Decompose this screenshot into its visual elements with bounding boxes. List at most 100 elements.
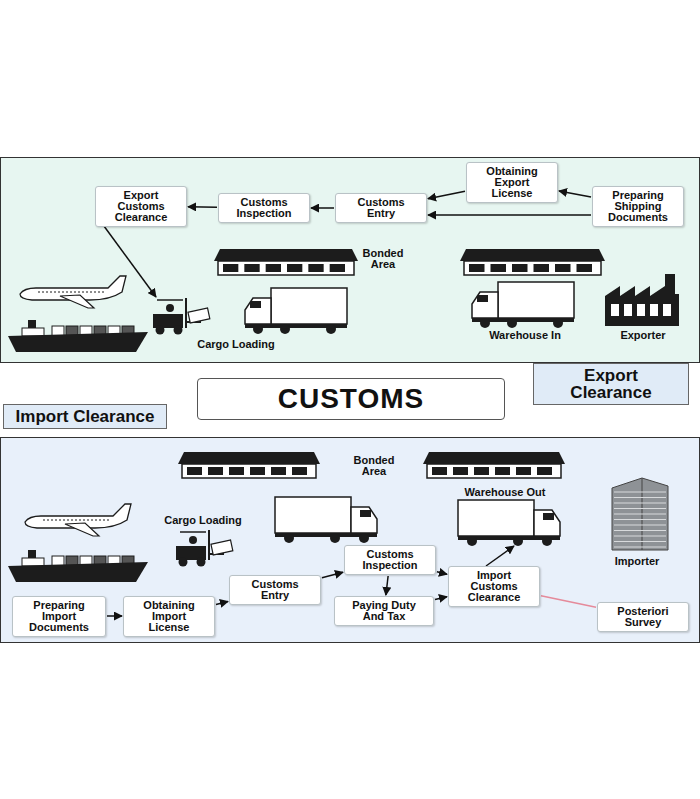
process-box: Posteriori Survey [597,602,689,632]
flow-connector [311,207,334,209]
factory-chimney [665,274,675,294]
scene-label: Cargo Loading [197,339,275,350]
box-text: Obtaining Import License [133,600,205,633]
forklift-wheel [197,558,206,567]
flow-connector [107,615,122,617]
factory-window [650,304,658,316]
truck-wheel [480,318,490,328]
warehouse-door [271,467,286,475]
warehouse-icon [460,249,605,275]
warehouse-door [516,467,531,475]
truck-container [271,288,347,324]
box-text: Preparing Import Documents [22,600,96,633]
box-text: Export Clearance [542,367,680,401]
warehouse-door [512,264,528,272]
flow-arrow [486,546,514,566]
truck-wheel [507,318,517,328]
warehouse-icon [178,452,320,478]
truck-icon [472,282,574,328]
truck-wheel [284,533,294,543]
scene-label: Warehouse Out [465,487,546,498]
forklift-wheel [174,326,183,335]
building-floor-line [614,530,666,531]
ship-icon [8,550,148,582]
warehouse-door [287,264,302,272]
flow-connector [428,214,591,216]
truck-wheel [542,536,552,546]
process-box: Preparing Import Documents [12,596,106,637]
building-floor-line [614,536,666,537]
forklift-mast [185,298,187,328]
forklift-wheel [156,326,165,335]
box-text: Posteriori Survey [607,606,679,628]
ship-cabin [22,558,44,566]
warehouse-door [577,264,593,272]
building-floor-line [614,497,666,498]
building-floor-line [614,514,666,515]
airplane-wing [60,295,94,308]
truck-icon [275,497,377,543]
warehouse-wall [218,261,354,275]
process-box: Customs Inspection [344,545,436,575]
truck-window [250,301,261,308]
scene-label: Importer [615,556,660,567]
warehouse-door [308,264,323,272]
warehouse-door [534,264,550,272]
cargo-box [188,308,210,323]
truck-cab [351,507,377,533]
warehouse-door [474,467,489,475]
truck-container [498,282,574,318]
airplane-windows [38,292,106,293]
warehouse-door [537,467,552,475]
building-floor-line [614,547,666,548]
warehouse-door [244,264,259,272]
forklift-driver [189,536,197,544]
forklift-driver [166,304,174,312]
warehouse-door [223,264,238,272]
ship-hull [8,562,148,582]
warehouse-icon [214,249,358,275]
warehouse-wall [182,464,316,478]
forklift-icon [176,530,233,567]
ship-hull [8,332,148,352]
warehouse-door [208,467,223,475]
scene-label: Bonded Area [353,248,413,270]
title-box: CUSTOMS [197,378,505,420]
ship-icon [8,320,148,352]
warehouse-door [432,467,447,475]
forklift-mast [208,530,210,560]
warehouse-door [330,264,345,272]
warehouse-wall [464,261,601,275]
building-floor-line [614,541,666,542]
truck-wheel [253,324,263,334]
process-box: Customs Inspection [218,193,310,223]
cargo-box [211,540,233,555]
warehouse-door [495,467,510,475]
warehouse-roof [460,249,605,261]
truck-window [477,295,488,302]
box-text: Customs Entry [239,579,311,601]
box-text: Customs Entry [345,197,417,219]
scene-label: Cargo Loading [164,515,242,526]
flow-connector [541,596,596,607]
process-box: Obtaining Export License [466,162,558,203]
box-text: Preparing Shipping Documents [602,190,674,223]
factory-body [605,286,679,326]
truck-window [543,513,554,520]
forklift-roof [180,531,206,533]
flow-connector [435,597,447,600]
flow-connector [216,602,228,605]
flow-arrow [101,222,156,297]
truck-cab [245,298,271,324]
warehouse-door [555,264,571,272]
warehouse-door [469,264,485,272]
process-box: Export Customs Clearance [95,186,187,227]
forklift-wheel [179,558,188,567]
building-floor-line [614,503,666,504]
box-text: Customs Inspection [228,197,300,219]
warehouse-door [250,467,265,475]
truck-cab [534,510,560,536]
truck-wheel [553,318,563,328]
warehouse-door [453,467,468,475]
truck-container [275,497,351,533]
